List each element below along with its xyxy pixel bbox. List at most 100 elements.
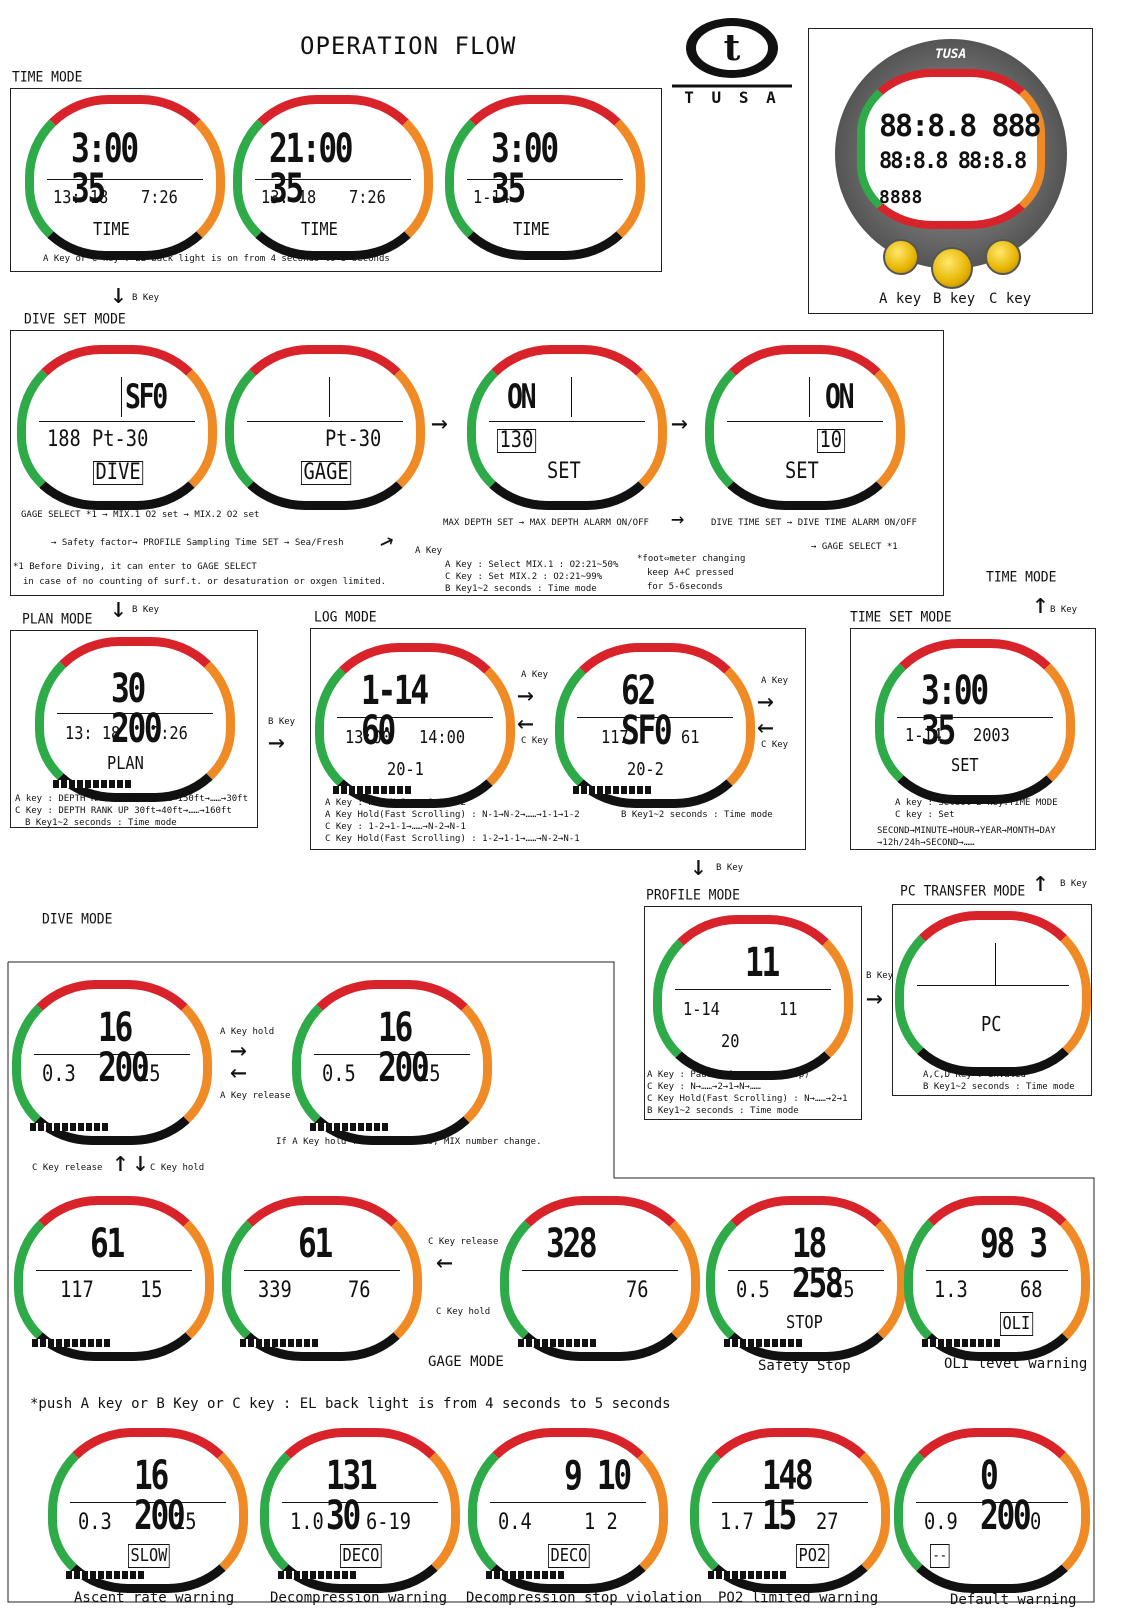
b-key-label: B key <box>933 291 976 307</box>
diveset-a-key: A Key <box>415 546 443 556</box>
a-key-label: A key <box>879 291 922 307</box>
oli-warning-label: OLI level warning <box>944 1356 1088 1372</box>
diveset-footnote2: in case of no counting of surf.t. or des… <box>23 577 387 587</box>
up-arrow-icon: ↑ <box>1032 587 1049 620</box>
right-arrow-icon: → <box>671 406 688 439</box>
pc-screen: PC <box>895 911 1091 1076</box>
profile-note-2: C Key : N→……→2→1→N→…… <box>647 1082 761 1092</box>
console-screen <box>857 69 1045 229</box>
log-note-right: B Key1~2 seconds : Time mode <box>621 810 773 820</box>
right-arrow-icon: → <box>671 507 685 532</box>
brand-text: T U S A <box>684 88 780 107</box>
profile-b-key: B Key <box>716 863 744 873</box>
diveset-flow5: → GAGE SELECT *1 <box>811 542 898 552</box>
time-mode-up-label: TIME MODE <box>986 569 1057 586</box>
diveset-keys2: C Key : Set MIX.2 : O2:21~99% <box>445 572 603 582</box>
down-arrow-icon: ↓ <box>690 849 707 882</box>
plan-note-2: C Key : DEPTH RANK UP 30ft→40ft→……→160ft <box>15 806 232 816</box>
diveset-screen-1: SF0 188 Pt-30 DIVE <box>17 345 217 510</box>
page-title: OPERATION FLOW <box>300 32 517 60</box>
right-arrow-icon: → <box>517 678 534 711</box>
right-arrow-icon: → <box>757 684 774 717</box>
time-screen-3: 3:00 35 1-14 TIME <box>445 95 645 260</box>
pc-b-key: B Key <box>1060 879 1088 889</box>
diveset-footnote1: *1 Before Diving, it can enter to GAGE S… <box>13 562 257 572</box>
c-key-release: C Key release <box>32 1163 103 1173</box>
timeset-note-2: C key : Set <box>895 810 955 820</box>
right-arrow-icon: → <box>268 725 285 758</box>
left-arrow-icon: ← <box>230 1055 247 1088</box>
profile-pc-b-key: B Key <box>866 971 894 981</box>
timeset-note-4: →12h/24h→SECOND→…… <box>877 838 975 848</box>
dive-screen-5: 328 76 <box>500 1196 700 1361</box>
a-key-hold: A Key hold <box>220 1027 275 1037</box>
profile-label: PROFILE MODE <box>646 887 740 904</box>
diveset-screen-2: Pt-30 GAGE <box>225 345 425 510</box>
profile-note-4: B Key1~2 seconds : Time mode <box>647 1106 799 1116</box>
gage-mode-label: GAGE MODE <box>428 1354 504 1370</box>
pc-note-2: B Key1~2 seconds : Time mode <box>923 1082 1075 1092</box>
c-key-button[interactable] <box>985 239 1021 275</box>
up-arrow-icon: ↑ <box>112 1145 129 1178</box>
right-arrow-icon: → <box>230 1033 247 1066</box>
log-note-1: A Key : N-1→N-2→……→1-1→1-2 <box>325 798 466 808</box>
a-key-button[interactable] <box>883 239 919 275</box>
deco-warning-label: Decompression warning <box>270 1590 448 1606</box>
console-brand: TUSA <box>935 47 967 62</box>
log-c-key: C Key <box>521 736 549 746</box>
diveset-flow4: DIVE TIME SET → DIVE TIME ALARM ON/OFF <box>711 518 917 528</box>
log-note-4: C Key Hold(Fast Scrolling) : 1-2→1-1→……→… <box>325 834 580 844</box>
right-arrow-icon: → <box>866 981 883 1014</box>
left-arrow-icon: ← <box>436 1245 453 1278</box>
diveset-flow3: MAX DEPTH SET → MAX DEPTH ALARM ON/OFF <box>443 518 649 528</box>
c-key-label: C key <box>989 291 1032 307</box>
left-arrow-icon: ← <box>757 710 774 743</box>
po2-warning-label: PO2 limited warning <box>718 1590 879 1606</box>
dive-set-box: SF0 188 Pt-30 DIVE Pt-30 GAGE → ON 130 S… <box>10 330 944 596</box>
timeset-b-key: B Key <box>1050 605 1078 615</box>
diveset-screen-4: ON 10 SET <box>705 345 905 510</box>
diveset-foot3: for 5-6seconds <box>647 582 723 592</box>
timeset-note-1: A key : Select B key:TIME MODE <box>895 798 1058 808</box>
b-key-note: B Key <box>132 293 160 303</box>
time-mode-note: A Key or C key : EL back light is on fro… <box>43 254 390 264</box>
plan-label: PLAN MODE <box>22 611 93 628</box>
down-arrow-icon: ↓ <box>132 1145 149 1178</box>
dive-set-label: DIVE SET MODE <box>24 311 126 328</box>
log-c-key-2: C Key <box>761 740 789 750</box>
console-box: TUSA 88:8.8 888 88:8.8 88:8.8 8888 A key… <box>808 28 1093 314</box>
diveset-screen-3: ON 130 SET <box>467 345 667 510</box>
plan-note-1: A key : DEPTH RANK DOWN 160ft→150ft→……→3… <box>15 794 248 804</box>
tusa-logo: t T U S A <box>672 12 792 107</box>
timeset-note-3: SECOND→MINUTE→HOUR→YEAR→MONTH→DAY <box>877 826 1056 836</box>
dive-label: DIVE MODE <box>42 911 113 928</box>
diveset-keys3: B Key1~2 seconds : Time mode <box>445 584 597 594</box>
b-key-note: B Key <box>132 605 160 615</box>
right-arrow-icon: → <box>431 406 448 439</box>
profile-note-1: A Key : Pause(Dive count stop) <box>647 1070 810 1080</box>
profile-note-3: C Key Hold(Fast Scrolling) : N→……→2→1 <box>647 1094 848 1104</box>
a-key-release: A Key release <box>220 1091 291 1101</box>
b-key-button[interactable] <box>931 247 973 289</box>
plan-note-3: B Key1~2 seconds : Time mode <box>25 818 177 828</box>
diveset-flow2: → Safety factor→ PROFILE Sampling Time S… <box>51 538 344 548</box>
log-note-2: A Key Hold(Fast Scrolling) : N-1→N-2→……→… <box>325 810 580 820</box>
